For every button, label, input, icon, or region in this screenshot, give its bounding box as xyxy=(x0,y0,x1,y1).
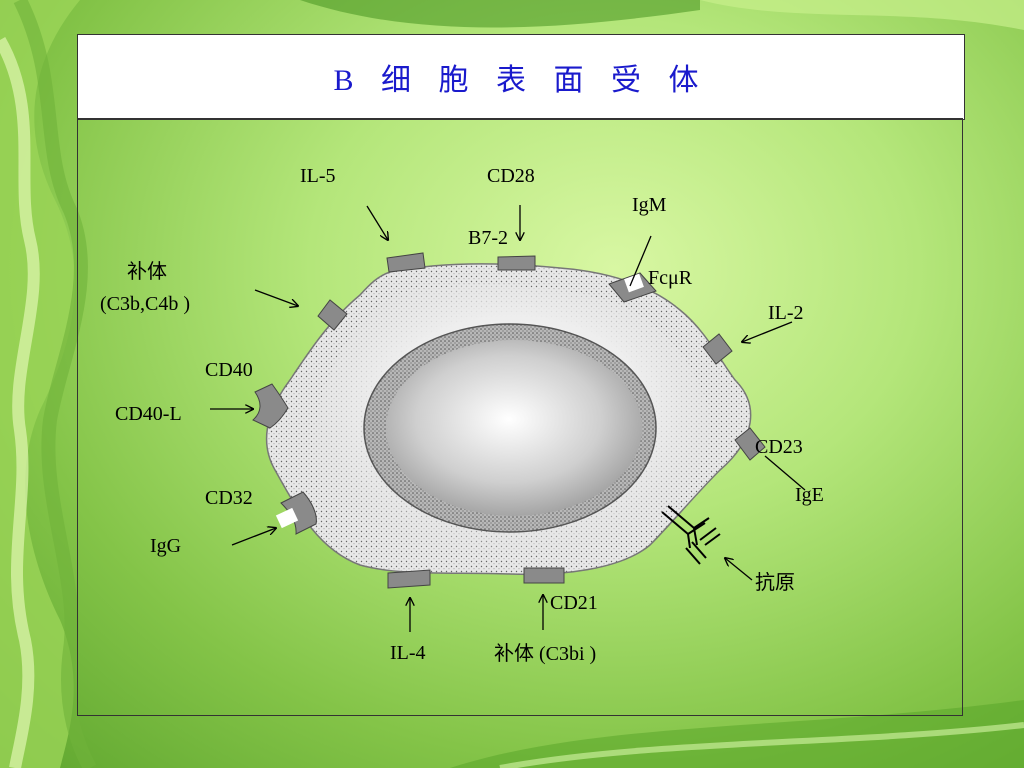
igg-arrow xyxy=(231,528,276,546)
il5-arrow xyxy=(366,205,388,240)
label-cd28: CD28 xyxy=(487,165,535,187)
complement-c3b-receptor xyxy=(317,299,348,331)
label-complement-c3bi: 补体 (C3bi ) xyxy=(494,643,597,665)
nucleus xyxy=(386,340,642,516)
il2-receptor xyxy=(702,333,733,365)
label-complement-c3b: (C3b,C4b ) xyxy=(100,293,190,315)
il5-receptor xyxy=(386,252,426,273)
content-frame xyxy=(77,118,963,716)
label-ige: IgE xyxy=(795,484,824,506)
igm-pointer xyxy=(629,235,652,287)
label-antigen: 抗原 xyxy=(755,572,795,594)
label-igm: IgM xyxy=(632,194,667,216)
label-cd40: CD40 xyxy=(205,359,253,381)
page-title: B 细 胞 表 面 受 体 xyxy=(333,64,709,97)
label-fcmur: FcμR xyxy=(648,267,693,289)
label-il2: IL-2 xyxy=(768,302,804,324)
il2-arrow xyxy=(742,321,793,342)
label-cd40l: CD40-L xyxy=(115,403,182,425)
cd28-receptor xyxy=(497,255,536,271)
label-il4: IL-4 xyxy=(390,642,426,664)
label-complement-cn: 补体 xyxy=(127,261,167,283)
label-igg: IgG xyxy=(150,535,182,557)
complement-c3b-arrow xyxy=(254,289,298,306)
cd40-receptor xyxy=(252,383,289,429)
label-b72: B7-2 xyxy=(468,227,508,249)
label-il5: IL-5 xyxy=(300,165,336,187)
title-box: B 细 胞 表 面 受 体 xyxy=(77,34,965,120)
cd23-receptor xyxy=(734,427,766,461)
cd21-receptor xyxy=(523,567,565,584)
igg-ligand xyxy=(275,507,299,529)
ige-pointer xyxy=(764,455,806,491)
antigen-arrow xyxy=(725,558,753,581)
fcmur-ligand xyxy=(624,273,644,293)
label-cd23: CD23 xyxy=(755,436,803,458)
antigen-receptor-icon xyxy=(661,505,721,565)
il4-receptor xyxy=(387,569,431,589)
label-cd21: CD21 xyxy=(550,592,598,614)
label-cd32: CD32 xyxy=(205,487,253,509)
